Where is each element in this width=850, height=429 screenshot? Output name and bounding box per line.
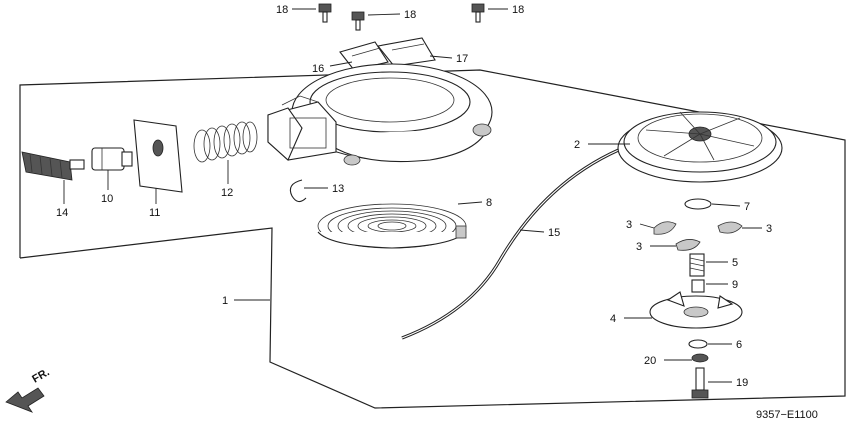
- spiral-spring-8: [317, 203, 467, 249]
- callout-2: 2: [574, 139, 580, 151]
- washer-6: [688, 339, 708, 349]
- rope-guide-10: [91, 147, 133, 171]
- callout-4: 4: [610, 313, 616, 325]
- fr-label: FR.: [30, 366, 51, 385]
- bolt-18-mid: [351, 11, 365, 31]
- callout-14: 14: [56, 207, 68, 219]
- bolt-18-right: [471, 3, 485, 23]
- callout-9: 9: [732, 279, 738, 291]
- callout-16: 16: [312, 63, 324, 75]
- bolt-18-left: [318, 3, 332, 23]
- diagram-code: 9357−E1100: [756, 409, 818, 421]
- callout-11: 11: [149, 207, 160, 219]
- callout-15: 15: [548, 227, 560, 239]
- recoil-housing: [267, 63, 493, 166]
- callout-18b: 18: [404, 9, 416, 21]
- callout-1: 1: [222, 295, 228, 307]
- callout-19: 19: [736, 377, 748, 389]
- spring-7: [684, 198, 712, 210]
- collar-9: [691, 279, 705, 293]
- spring-5: [689, 253, 705, 277]
- plate-11: [133, 119, 183, 193]
- callout-12: 12: [221, 187, 233, 199]
- callout-20: 20: [644, 355, 656, 367]
- ratchet-3a: [653, 221, 677, 235]
- ratchet-3c: [675, 239, 701, 251]
- callout-5: 5: [732, 257, 738, 269]
- callout-3b: 3: [766, 223, 772, 235]
- starter-grip-14: [21, 151, 85, 181]
- callout-8: 8: [486, 197, 492, 209]
- clip-13: [289, 179, 307, 203]
- front-arrow-icon: [5, 387, 45, 413]
- bolt-19: [691, 367, 709, 399]
- ratchet-3b: [717, 221, 743, 234]
- callout-18a: 18: [276, 4, 288, 16]
- callout-6: 6: [736, 339, 742, 351]
- reel-2: [617, 111, 783, 183]
- callout-10: 10: [101, 193, 113, 205]
- callout-7: 7: [744, 201, 750, 213]
- callout-17: 17: [456, 53, 468, 65]
- friction-plate-4: [649, 291, 743, 329]
- washer-20: [691, 353, 709, 363]
- assembly-frame: [19, 69, 846, 409]
- spring-12: [193, 121, 258, 163]
- callout-13: 13: [332, 183, 344, 195]
- callout-18c: 18: [512, 4, 524, 16]
- callout-3a: 3: [626, 219, 632, 231]
- callout-3c: 3: [636, 241, 642, 253]
